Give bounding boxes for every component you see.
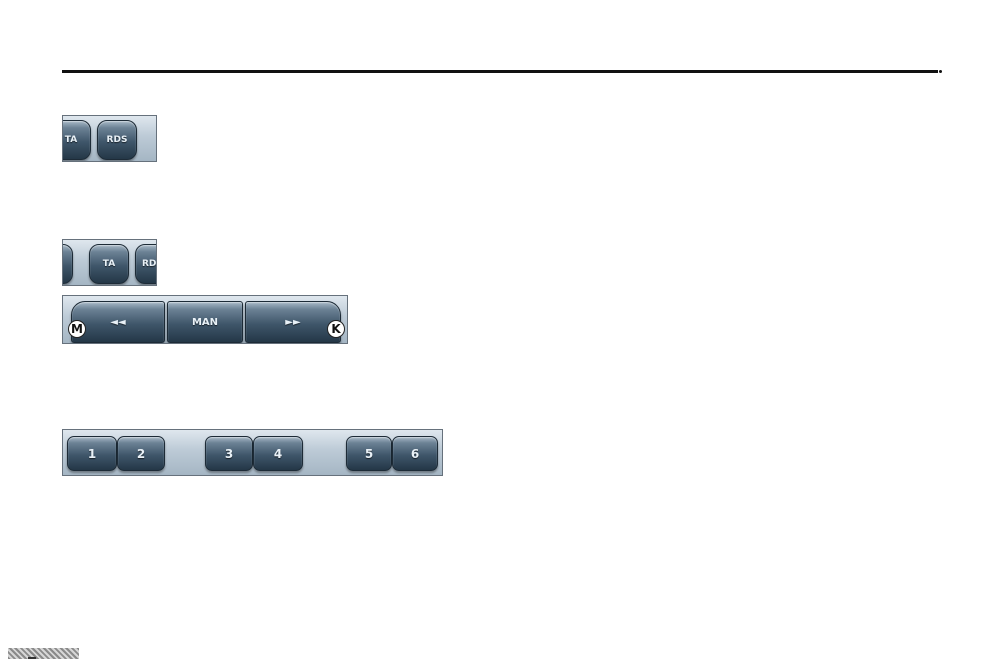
- marker-m: M: [68, 320, 86, 338]
- seek-back-button[interactable]: ◄◄: [71, 301, 165, 343]
- seek-forward-button[interactable]: ►►: [245, 301, 341, 343]
- header-rule-dot: [939, 70, 942, 73]
- preset-5-button[interactable]: 5: [346, 436, 392, 471]
- ta-button[interactable]: TA: [63, 120, 91, 160]
- marker-k: K: [327, 320, 345, 338]
- man-button[interactable]: MAN: [167, 301, 243, 343]
- header-rule: [62, 70, 938, 73]
- preset-2-button[interactable]: 2: [117, 436, 165, 471]
- rds-button[interactable]: RDS: [135, 244, 156, 284]
- preset-3-button[interactable]: 3: [205, 436, 253, 471]
- preset-4-button[interactable]: 4: [253, 436, 303, 471]
- partial-left-button[interactable]: [63, 244, 73, 284]
- footer-dash: [28, 657, 36, 659]
- rds-button[interactable]: RDS: [97, 120, 137, 160]
- ta-button[interactable]: TA: [89, 244, 129, 284]
- preset-1-button[interactable]: 1: [67, 436, 117, 471]
- ta-rds-panel: TA RDS: [62, 115, 157, 162]
- ta-rds-panel-alt: TA RDS: [62, 239, 157, 286]
- seek-panel: ◄◄ MAN ►► M K: [62, 295, 348, 344]
- preset-panel: 1 2 3 4 5 6: [62, 429, 443, 476]
- preset-6-button[interactable]: 6: [392, 436, 438, 471]
- footer-bar: [8, 648, 79, 659]
